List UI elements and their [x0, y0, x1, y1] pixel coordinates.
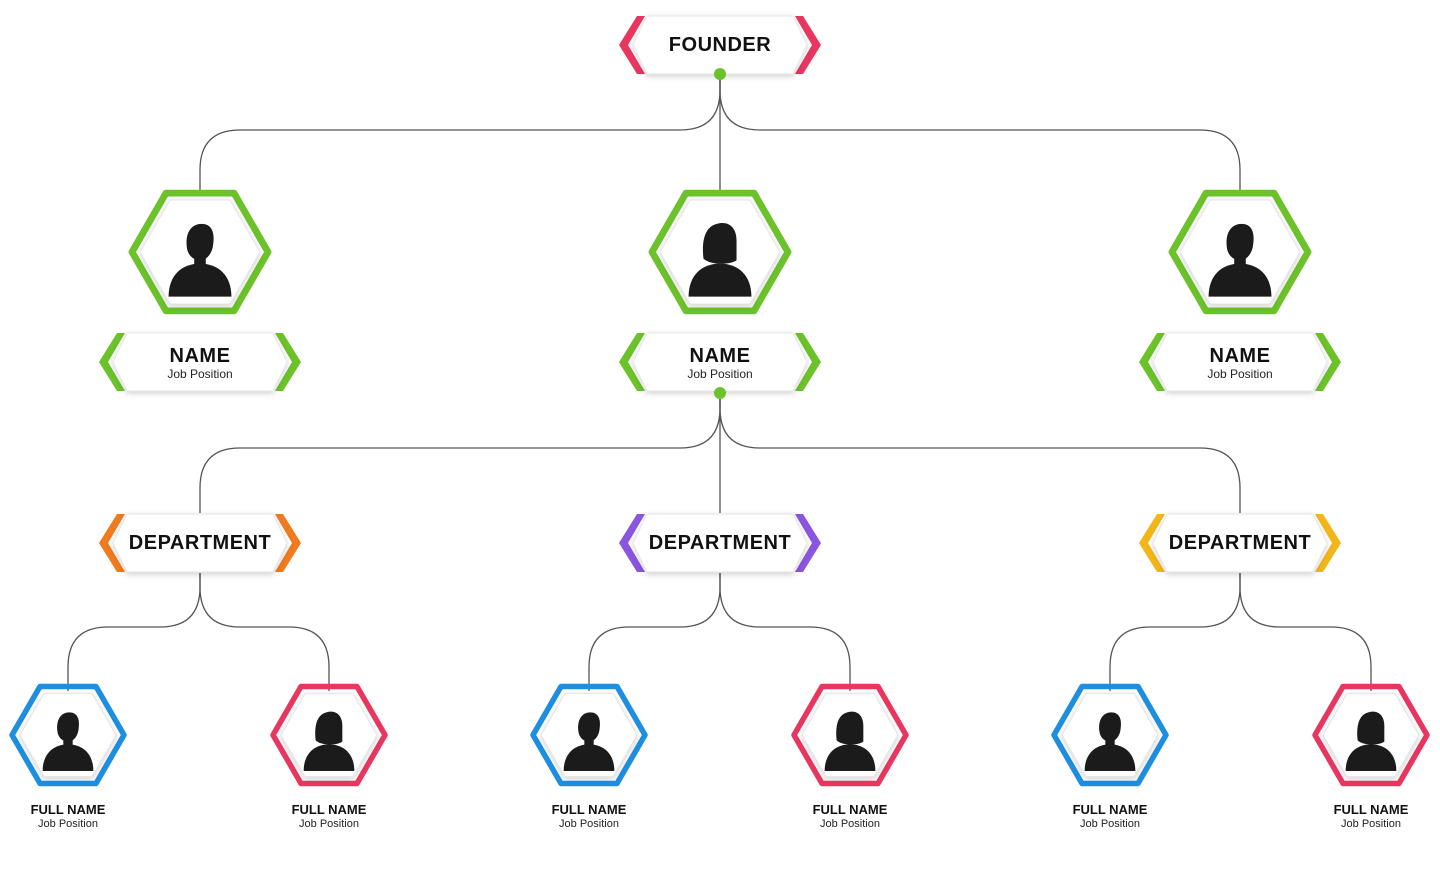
- avatar-ring: [791, 683, 909, 787]
- member-avatar-3-2: [1312, 683, 1430, 787]
- female-avatar-icon: [688, 223, 752, 297]
- member-avatar-2-2: [791, 683, 909, 787]
- manager-label-box-3: [1139, 332, 1341, 392]
- member-position-3-1: Job Position: [1080, 818, 1140, 830]
- member-avatar-1-1: [9, 683, 127, 787]
- bracket-right: [795, 16, 821, 74]
- avatar-ring: [1312, 683, 1430, 787]
- male-avatar-icon: [42, 712, 94, 771]
- label-plate: [632, 513, 808, 573]
- avatar-ring: [530, 683, 648, 787]
- manager-avatar-2: [648, 189, 792, 315]
- member-position-1-1: Job Position: [38, 818, 98, 830]
- bracket-left: [619, 514, 645, 572]
- bracket-right: [795, 333, 821, 391]
- manager-position-1: Job Position: [167, 367, 233, 381]
- department-node-3: [1139, 513, 1341, 573]
- member-name-1-1: FULL NAME: [30, 802, 106, 817]
- bracket-right: [1315, 514, 1341, 572]
- org-nodes: [9, 15, 1430, 787]
- founder-connector-dot: [714, 68, 726, 80]
- member-name-1-2: FULL NAME: [291, 802, 367, 817]
- female-avatar-icon: [824, 711, 876, 771]
- member-avatar-2-1: [530, 683, 648, 787]
- female-avatar-icon: [303, 711, 355, 771]
- member-name-3-1: FULL NAME: [1072, 802, 1148, 817]
- avatar-ring: [1168, 189, 1312, 315]
- bracket-right: [1315, 333, 1341, 391]
- manager-avatar-1: [128, 189, 272, 315]
- male-avatar-icon: [1208, 223, 1272, 297]
- member-name-2-2: FULL NAME: [812, 802, 888, 817]
- member-position-2-2: Job Position: [820, 818, 880, 830]
- label-plate: [112, 513, 288, 573]
- label-plate: [632, 332, 808, 392]
- bracket-right: [795, 514, 821, 572]
- connector-dept-2-member-2: [719, 573, 851, 691]
- member-position-2-1: Job Position: [559, 818, 619, 830]
- member-position-3-2: Job Position: [1341, 818, 1401, 830]
- avatar-ring: [9, 683, 127, 787]
- department-node-1: [99, 513, 301, 573]
- label-plate: [112, 332, 288, 392]
- connector-dept-2-member-1: [588, 573, 721, 691]
- connector-dept-1-member-1: [67, 573, 201, 691]
- manager-avatar-3: [1168, 189, 1312, 315]
- manager-label-box-1: [99, 332, 301, 392]
- avatar-ring: [128, 189, 272, 315]
- male-avatar-icon: [563, 712, 615, 771]
- department-title-2: DEPARTMENT: [648, 532, 792, 554]
- member-avatar-1-2: [270, 683, 388, 787]
- connector-manager-dept-3: [719, 392, 1241, 513]
- connector-founder-manager-1: [199, 73, 721, 192]
- avatar-ring: [1051, 683, 1169, 787]
- founder-node: [619, 15, 821, 75]
- member-avatar-3-1: [1051, 683, 1169, 787]
- female-avatar-icon: [1345, 711, 1397, 771]
- founder-title: FOUNDER: [668, 34, 772, 56]
- manager-position-2: Job Position: [687, 367, 753, 381]
- avatar-ring: [648, 189, 792, 315]
- bracket-left: [1139, 333, 1165, 391]
- bracket-left: [99, 333, 125, 391]
- department-title-1: DEPARTMENT: [128, 532, 272, 554]
- manager-name-3: NAME: [1209, 345, 1271, 367]
- label-plate: [632, 15, 808, 75]
- connector-founder-manager-3: [719, 73, 1241, 192]
- manager-position-3: Job Position: [1207, 367, 1273, 381]
- connector-dept-1-member-2: [199, 573, 330, 691]
- bracket-right: [275, 333, 301, 391]
- connector-dept-3-member-2: [1239, 573, 1372, 691]
- bracket-left: [1139, 514, 1165, 572]
- label-plate: [1152, 332, 1328, 392]
- bracket-right: [275, 514, 301, 572]
- connector-dept-3-member-1: [1109, 573, 1241, 691]
- male-avatar-icon: [1084, 712, 1136, 771]
- avatar-ring: [270, 683, 388, 787]
- member-position-1-2: Job Position: [299, 818, 359, 830]
- manager-name-1: NAME: [169, 345, 231, 367]
- male-avatar-icon: [168, 223, 232, 297]
- label-plate: [1152, 513, 1328, 573]
- department-node-2: [619, 513, 821, 573]
- manager-name-2: NAME: [689, 345, 751, 367]
- manager-connector-dot: [714, 387, 726, 399]
- bracket-left: [619, 16, 645, 74]
- connector-manager-dept-1: [199, 392, 721, 513]
- bracket-left: [619, 333, 645, 391]
- member-name-3-2: FULL NAME: [1333, 802, 1409, 817]
- member-name-2-1: FULL NAME: [551, 802, 627, 817]
- bracket-left: [99, 514, 125, 572]
- manager-label-box-2: [619, 332, 821, 392]
- connector-lines: [67, 73, 1372, 691]
- department-title-3: DEPARTMENT: [1168, 532, 1312, 554]
